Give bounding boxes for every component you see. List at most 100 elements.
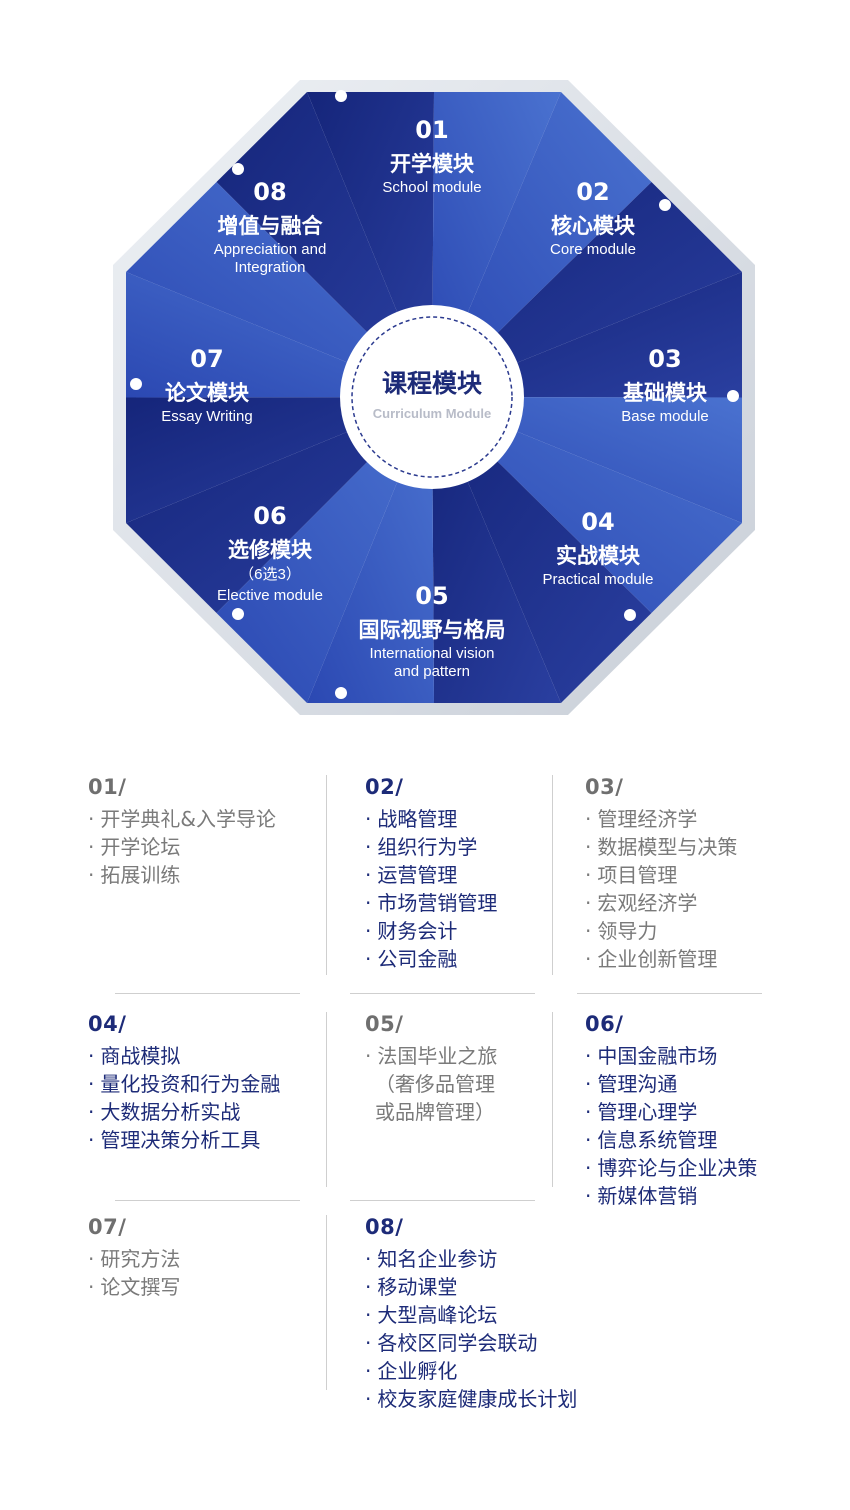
list-item: 校友家庭健康成长计划 [365, 1385, 577, 1413]
marker-dot [130, 378, 142, 390]
detail-03-list: 管理经济学数据模型与决策项目管理宏观经济学领导力企业创新管理 [585, 805, 737, 973]
module-number: 01 [415, 116, 448, 144]
list-item: （奢侈品管理 [375, 1072, 495, 1096]
divider-vertical [326, 775, 327, 975]
module-number: 07 [190, 345, 223, 373]
center-circle-dashed [351, 316, 513, 478]
divider-horizontal [115, 993, 300, 994]
module-title: 论文模块 [165, 381, 250, 405]
curriculum-octagon-diagram: 课程模块 Curriculum Module 01 开学模块 School modu… [113, 80, 755, 715]
detail-04-list: 商战模拟量化投资和行为金融大数据分析实战管理决策分析工具 [88, 1042, 280, 1154]
detail-03-number: 03/ [585, 775, 624, 799]
module-number: 04 [581, 508, 614, 536]
module-title: 选修模块 [228, 538, 313, 562]
module-title: 开学模块 [390, 152, 475, 176]
module-english-label: Essay Writing [161, 408, 252, 425]
detail-block-06: 06/ 中国金融市场管理沟通管理心理学信息系统管理博弈论与企业决策新媒体营销 [585, 1012, 757, 1210]
detail-block-02: 02/ 战略管理组织行为学运营管理市场营销管理财务会计公司金融 [365, 775, 497, 973]
divider-horizontal [350, 993, 535, 994]
divider-vertical [326, 1215, 327, 1390]
octagon-segment [432, 397, 652, 703]
module-title: 实战模块 [556, 544, 641, 568]
detail-08-list: 知名企业参访移动课堂大型高峰论坛各校区同学会联动企业孵化校友家庭健康成长计划 [365, 1245, 577, 1413]
divider-horizontal [115, 1200, 300, 1201]
module-english-label: Base module [621, 408, 709, 425]
module-english-label: Practical module [543, 571, 654, 588]
list-item: 企业孵化 [365, 1357, 577, 1385]
detail-07-number: 07/ [88, 1215, 127, 1239]
octagon-segment [126, 182, 432, 397]
list-item: 公司金融 [365, 945, 497, 973]
module-english-label: International vision [369, 645, 494, 662]
center-subtitle: Curriculum Module [373, 406, 491, 421]
module-english-label: and pattern [394, 663, 470, 680]
list-item: 管理沟通 [585, 1070, 757, 1098]
list-item: 管理心理学 [585, 1098, 757, 1126]
list-item: 或品牌管理） [375, 1100, 495, 1124]
list-item: 领导力 [585, 917, 737, 945]
list-item: 财务会计 [365, 917, 497, 945]
list-item: 研究方法 [88, 1245, 180, 1273]
list-item: 各校区同学会联动 [365, 1329, 577, 1357]
octagon-segment [216, 397, 432, 703]
module-number: 02 [576, 178, 609, 206]
list-item: 开学论坛 [88, 833, 276, 861]
module-number: 05 [415, 582, 448, 610]
module-title: 增值与融合 [218, 214, 324, 238]
list-item: 移动课堂 [365, 1273, 577, 1301]
list-item: 法国毕业之旅 [365, 1042, 497, 1070]
list-item: 管理决策分析工具 [88, 1126, 280, 1154]
detail-02-list: 战略管理组织行为学运营管理市场营销管理财务会计公司金融 [365, 805, 497, 973]
detail-06-number: 06/ [585, 1012, 624, 1036]
list-item: 管理经济学 [585, 805, 737, 833]
list-item: 拓展训练 [88, 861, 276, 889]
divider-horizontal [350, 1200, 535, 1201]
detail-06-list: 中国金融市场管理沟通管理心理学信息系统管理博弈论与企业决策新媒体营销 [585, 1042, 757, 1210]
octagon-segment [126, 397, 432, 613]
list-item: 组织行为学 [365, 833, 497, 861]
octagon-segment [432, 397, 742, 613]
module-english-label: Integration [235, 259, 306, 276]
module-number: 08 [253, 178, 286, 206]
detail-07-list: 研究方法论文撰写 [88, 1245, 180, 1301]
divider-vertical [552, 1012, 553, 1187]
center-title: 课程模块 [382, 369, 482, 398]
divider-vertical [552, 775, 553, 975]
octagon-segment [216, 92, 432, 397]
marker-dot [232, 608, 244, 620]
detail-block-03: 03/ 管理经济学数据模型与决策项目管理宏观经济学领导力企业创新管理 [585, 775, 737, 973]
list-item: 企业创新管理 [585, 945, 737, 973]
marker-dot [727, 390, 739, 402]
detail-01-list: 开学典礼&入学导论开学论坛拓展训练 [88, 805, 276, 889]
list-item: 大型高峰论坛 [365, 1301, 577, 1329]
divider-vertical [326, 1012, 327, 1187]
list-item: 论文撰写 [88, 1273, 180, 1301]
marker-dot [335, 90, 347, 102]
module-english-label: School module [382, 179, 481, 196]
list-item: 大数据分析实战 [88, 1098, 280, 1126]
detail-block-07: 07/ 研究方法论文撰写 [88, 1215, 180, 1301]
detail-05-number: 05/ [365, 1012, 404, 1036]
list-item: 信息系统管理 [585, 1126, 757, 1154]
marker-dot [624, 609, 636, 621]
detail-02-number: 02/ [365, 775, 404, 799]
list-item: 新媒体营销 [585, 1182, 757, 1210]
module-title: 核心模块 [551, 214, 636, 238]
detail-block-01: 01/ 开学典礼&入学导论开学论坛拓展训练 [88, 775, 276, 889]
divider-horizontal [577, 993, 762, 994]
module-english-label: Elective module [217, 587, 323, 604]
list-item: 商战模拟 [88, 1042, 280, 1070]
module-subtitle: （6选3） [239, 566, 301, 583]
list-item: 市场营销管理 [365, 889, 497, 917]
list-item: 运营管理 [365, 861, 497, 889]
list-item: 博弈论与企业决策 [585, 1154, 757, 1182]
detail-08-number: 08/ [365, 1215, 404, 1239]
list-item: 开学典礼&入学导论 [88, 805, 276, 833]
octagon-segment [432, 92, 652, 397]
detail-block-04: 04/ 商战模拟量化投资和行为金融大数据分析实战管理决策分析工具 [88, 1012, 280, 1154]
module-title: 基础模块 [623, 381, 708, 405]
center-circle-outer [340, 305, 524, 489]
module-english-label: Appreciation and [214, 241, 327, 258]
